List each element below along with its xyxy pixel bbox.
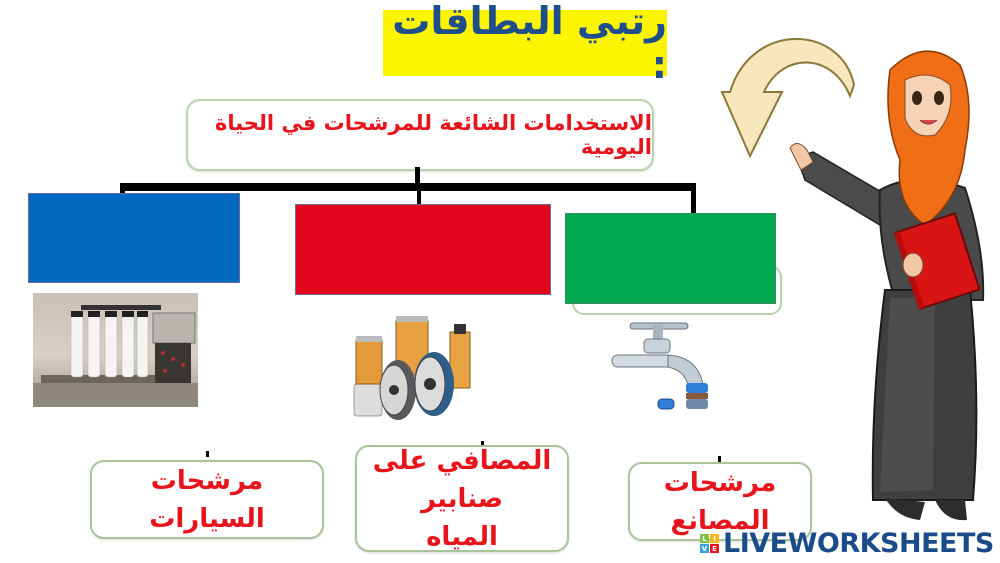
drop-zone-red[interactable] (295, 204, 551, 295)
drop-zone-green[interactable] (565, 213, 776, 304)
car-filters-image (350, 312, 475, 420)
watermark-text: LIVEWORKSHEETS (723, 528, 994, 559)
answer-text: مرشحات المصانع (663, 467, 777, 536)
answer-text-line2: المياه (426, 521, 498, 552)
connector-left (120, 186, 125, 194)
answer-card-car-filters[interactable]: مرشحات السيارات (90, 460, 324, 539)
tick-3 (718, 456, 721, 462)
curved-arrow-icon (692, 30, 862, 165)
drop-zone-blue[interactable] (28, 193, 240, 283)
tick-2 (481, 441, 484, 447)
logo-letter-v: V (700, 544, 709, 553)
logo-letter-e: E (710, 544, 719, 553)
connector-stem (415, 167, 420, 187)
tick-1 (206, 451, 209, 457)
answer-card-factory-filters[interactable]: مرشحات المصانع (628, 462, 812, 541)
page-title-text: رتبي البطاقات : (392, 0, 667, 87)
industrial-filter-image (33, 293, 198, 407)
connector-right (691, 186, 696, 214)
logo-letter-i: I (710, 534, 719, 543)
liveworksheets-logo-icon: L I V E (700, 534, 719, 553)
connector-horizontal (120, 183, 696, 191)
header-text: الاستخدامات الشائعة للمرشحات في الحياة ا… (214, 111, 652, 159)
header-card: الاستخدامات الشائعة للمرشحات في الحياة ا… (186, 99, 654, 171)
page-title: رتبي البطاقات : (383, 0, 667, 87)
faucet-filter-image (608, 315, 728, 415)
faucet-filter-illustration (611, 322, 708, 410)
answer-card-faucet-filters[interactable]: المصافي على صنابير المياه (355, 445, 569, 552)
car-filters-illustration (353, 316, 471, 420)
logo-letter-l: L (700, 534, 709, 543)
answer-text: مرشحات السيارات (149, 465, 265, 534)
teacher-illustration (789, 50, 985, 521)
answer-text-line1: المصافي على صنابير (372, 445, 552, 514)
teacher-character (785, 40, 1000, 540)
industrial-filter-illustration (33, 305, 198, 407)
liveworksheets-watermark: L I V E LIVEWORKSHEETS (700, 528, 994, 559)
connector-middle (417, 186, 421, 206)
